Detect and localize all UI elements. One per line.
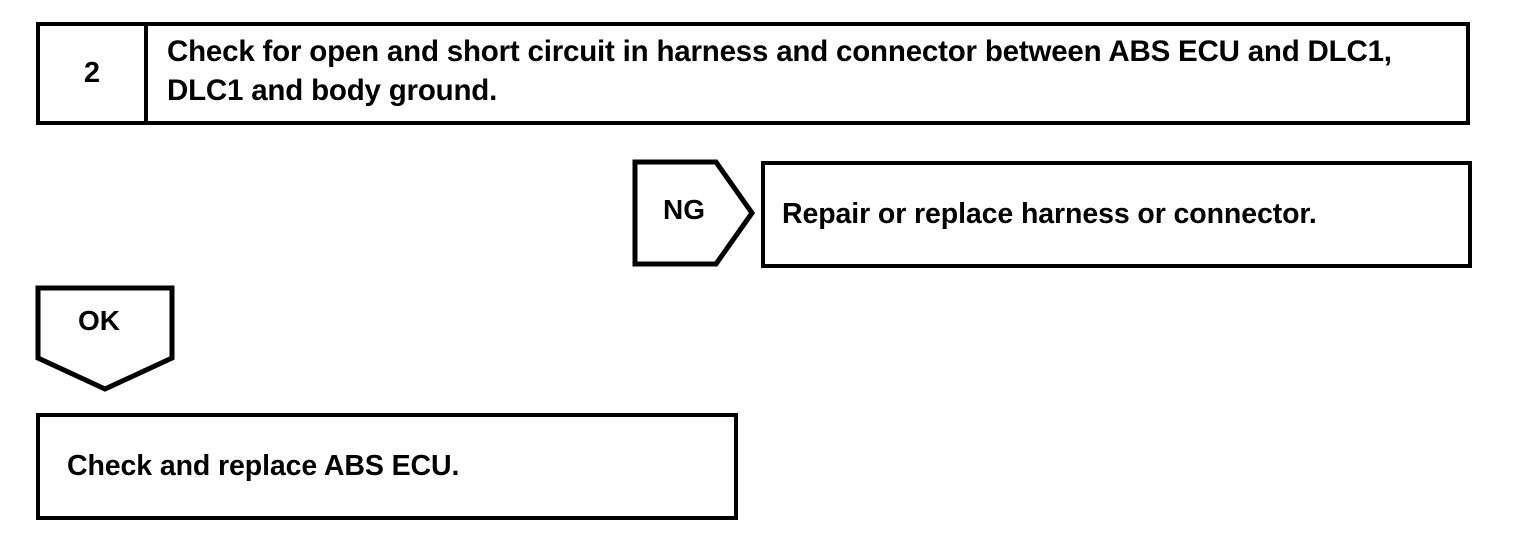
ok-branch-label: OK (78, 305, 120, 336)
step-instruction-text: Check for open and short circuit in harn… (167, 34, 1392, 107)
ng-result-box: Repair or replace harness or connector. (761, 161, 1472, 268)
ng-branch-arrow-icon (632, 159, 755, 267)
ok-result-box: Check and replace ABS ECU. (36, 413, 738, 520)
step-number-cell: 2 (40, 26, 148, 121)
ng-branch-label: NG (663, 194, 705, 225)
ng-result-text: Repair or replace harness or connector. (782, 198, 1317, 231)
ok-branch-arrow-icon (35, 285, 175, 393)
step-number: 2 (83, 57, 101, 89)
step-row: 2 Check for open and short circuit in ha… (36, 22, 1470, 125)
ok-result-text: Check and replace ABS ECU. (67, 450, 460, 483)
step-instruction-cell: Check for open and short circuit in harn… (148, 26, 1466, 121)
